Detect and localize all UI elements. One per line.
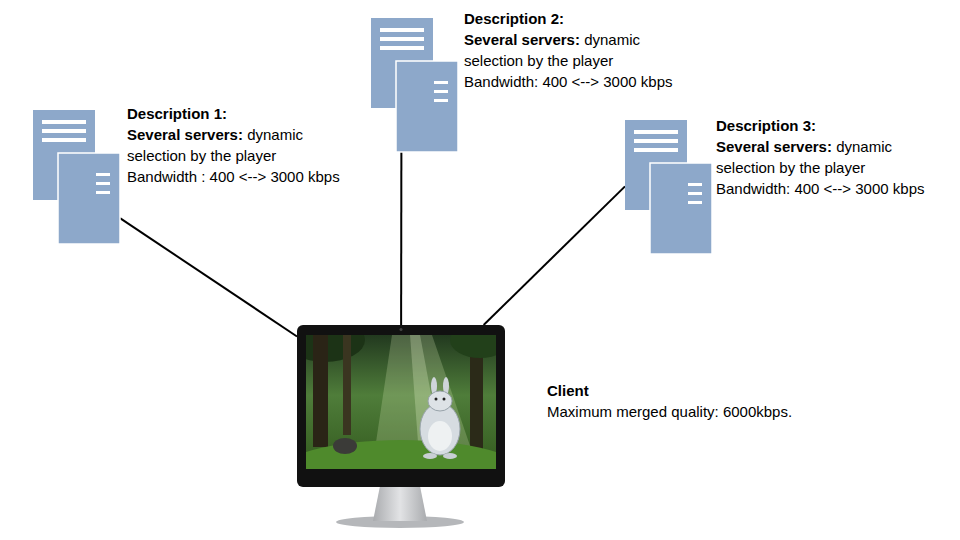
tree-trunk bbox=[470, 335, 483, 453]
node-heading: Description 1: bbox=[127, 103, 355, 124]
server-stripe bbox=[688, 183, 702, 186]
character-body bbox=[420, 403, 460, 455]
text-node: Description 3:Several servers:dynamic se… bbox=[716, 115, 944, 201]
monitor-illustration bbox=[276, 318, 526, 528]
server-stripe bbox=[634, 148, 678, 152]
server-stripe bbox=[434, 90, 448, 93]
text-paragraph: Several servers:dynamic selection by the… bbox=[127, 124, 355, 166]
character-eye bbox=[435, 398, 438, 401]
character-ear bbox=[443, 377, 449, 395]
bold-lead-in: Several servers: bbox=[716, 138, 832, 155]
character-ear bbox=[431, 377, 437, 395]
monitor-camera bbox=[400, 328, 403, 331]
text-node: Description 1:Several servers:dynamic se… bbox=[127, 103, 355, 189]
foliage bbox=[450, 335, 496, 358]
server-stripe bbox=[96, 173, 110, 176]
server-stripe bbox=[96, 182, 110, 185]
text-node: Description 2:Several servers:dynamic se… bbox=[464, 8, 692, 94]
text-paragraph: Several servers:dynamic selection by the… bbox=[716, 136, 944, 178]
server-stripe bbox=[434, 81, 448, 84]
node-text: Bandwidth : 400 <--> 3000 kbps bbox=[127, 166, 355, 187]
light-ray bbox=[410, 335, 445, 469]
server-stripe bbox=[42, 120, 86, 124]
server-stripe bbox=[688, 201, 702, 204]
monitor-bezel bbox=[297, 325, 505, 487]
server-stripe bbox=[634, 130, 678, 134]
monitor-base bbox=[336, 516, 464, 528]
node-text: Bandwidth: 400 <--> 3000 kbps bbox=[464, 71, 692, 92]
monitor-stand bbox=[373, 486, 427, 521]
bold-lead-in: Several servers: bbox=[464, 31, 580, 48]
text-node: ClientMaximum merged quality: 6000kbps. bbox=[547, 380, 847, 424]
foliage bbox=[306, 335, 365, 362]
server-icon bbox=[33, 110, 120, 244]
tree-trunk bbox=[343, 335, 351, 435]
server-stripe bbox=[42, 138, 86, 142]
server-stripe bbox=[96, 191, 110, 194]
bold-lead-in: Several servers: bbox=[127, 126, 243, 143]
grass bbox=[306, 440, 496, 469]
connector-line bbox=[400, 152, 402, 325]
connector-line bbox=[484, 186, 625, 325]
text-paragraph: Several servers:dynamic selection by the… bbox=[464, 29, 692, 71]
server-box bbox=[33, 110, 95, 200]
node-heading: Description 3: bbox=[716, 115, 944, 136]
node-text: Bandwidth: 400 <--> 3000 kbps bbox=[716, 178, 944, 199]
character-head bbox=[428, 391, 452, 411]
node-heading: Description 2: bbox=[464, 8, 692, 29]
server-box bbox=[396, 61, 458, 152]
node-text: Maximum merged quality: 6000kbps. bbox=[547, 401, 847, 422]
server-icon bbox=[371, 18, 458, 152]
character-foot bbox=[423, 453, 437, 459]
node-heading: Client bbox=[547, 380, 847, 401]
server-stripe bbox=[688, 192, 702, 195]
character-foot bbox=[443, 453, 457, 459]
tree-trunk bbox=[313, 335, 328, 447]
rock bbox=[333, 438, 357, 454]
server-box bbox=[650, 163, 712, 254]
server-box bbox=[371, 18, 433, 108]
server-stripe bbox=[634, 139, 678, 143]
server-box bbox=[625, 120, 687, 210]
server-stripe bbox=[380, 37, 424, 41]
server-stripe bbox=[380, 46, 424, 50]
light-ray bbox=[372, 335, 478, 469]
character-belly bbox=[428, 421, 452, 451]
server-icon bbox=[625, 120, 712, 254]
server-stripe bbox=[434, 99, 448, 102]
screen-background bbox=[306, 335, 496, 469]
screen-scene bbox=[306, 335, 496, 469]
server-stripe bbox=[42, 129, 86, 133]
connector-line bbox=[120, 218, 297, 336]
server-box bbox=[58, 153, 120, 244]
character-eye bbox=[443, 398, 446, 401]
server-stripe bbox=[380, 28, 424, 32]
